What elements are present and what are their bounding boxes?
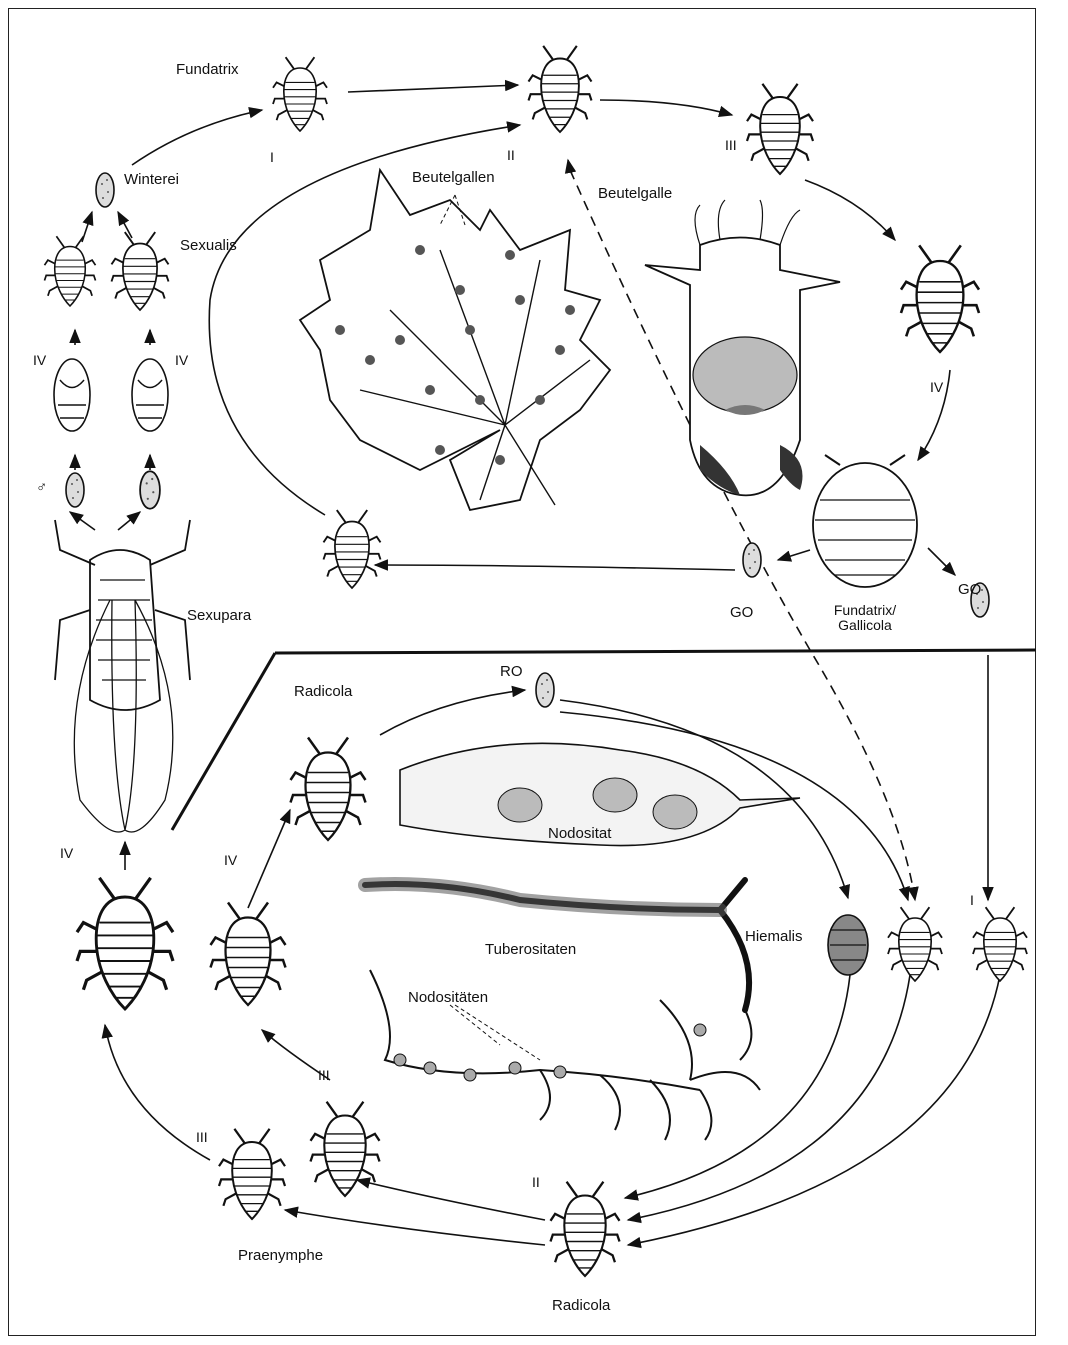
insect-root-I-right (973, 907, 1027, 981)
label-beutelgalle: Beutelgalle (598, 186, 672, 203)
label-sexualis: Sexualis (180, 238, 237, 255)
label-radicola-top: Radicola (294, 684, 352, 701)
insect-sexualis-return (324, 510, 381, 588)
label-sexupara: Sexupara (187, 608, 251, 625)
label-tuberositaten: Tuberositaten (485, 942, 576, 959)
label-beutelgallen: Beutelgallen (412, 170, 495, 187)
stage-label-I-right: I (970, 893, 974, 908)
egg-ro (536, 673, 554, 707)
insect-fundatrix-I (273, 57, 327, 131)
egg-winterei (96, 173, 114, 207)
insect-root-mid (888, 907, 942, 981)
label-praenymphe: Praenymphe (238, 1248, 323, 1265)
stage-label-III-left: III (196, 1130, 208, 1145)
insect-III-left-praenymphe (219, 1129, 285, 1219)
stage-label-IV-left2: IV (175, 353, 188, 368)
stage-label-III-mid: III (318, 1068, 330, 1083)
insect-nymph-IV-female (132, 359, 168, 431)
insect-IV-radicola (211, 903, 286, 1006)
label-nodositat: Nodositat (548, 826, 611, 843)
stage-label-II-top: II (507, 148, 515, 163)
label-winterei: Winterei (124, 172, 179, 189)
stage-label-IV-bigleft: IV (60, 846, 73, 861)
insect-IV-right (901, 245, 979, 352)
stage-label-IV-radicola: IV (224, 853, 237, 868)
insect-III-mid (311, 1102, 380, 1196)
egg-go-left (743, 543, 761, 577)
stage-label-IV-right: IV (930, 380, 943, 395)
insect-radicola-II-bottom (551, 1182, 620, 1276)
label-go-right: GO (958, 582, 981, 599)
egg-female (140, 471, 160, 508)
insect-III-top (747, 84, 813, 174)
label-fundatrix: Fundatrix (176, 62, 239, 79)
stage-label-II-bottom: II (532, 1175, 540, 1190)
label-fundatrix-gallicola-line1: Fundatrix/ (795, 603, 935, 618)
grape-leaf-with-galls (300, 170, 610, 510)
insect-IV-bigleft (77, 878, 173, 1009)
label-radicola-bottom: Radicola (552, 1298, 610, 1315)
insect-hiemalis (828, 915, 868, 975)
insect-fundatrix-gallicola (813, 455, 917, 587)
stage-label-IV-left1: IV (33, 353, 46, 368)
gall-cross-section (645, 200, 840, 495)
stage-label-III-top: III (725, 138, 737, 153)
insect-sexualis-male (45, 236, 96, 306)
insect-nymph-IV-male (54, 359, 90, 431)
label-hiemalis: Hiemalis (745, 929, 803, 946)
insect-radicola-top (291, 738, 366, 841)
egg-male (66, 473, 84, 507)
label-fundatrix-gallicola: Fundatrix/ Gallicola (795, 603, 935, 634)
label-go-left: GO (730, 605, 753, 622)
stage-label-I-top: I (270, 150, 274, 165)
label-nodositaten: Nodositäten (408, 990, 488, 1007)
insect-II-top (529, 46, 592, 132)
label-male-symbol: ♂ (36, 480, 47, 497)
insect-sexualis-female (112, 232, 169, 310)
insect-sexupara (55, 520, 190, 832)
label-fundatrix-gallicola-line2: Gallicola (795, 618, 935, 633)
label-ro: RO (500, 664, 523, 681)
